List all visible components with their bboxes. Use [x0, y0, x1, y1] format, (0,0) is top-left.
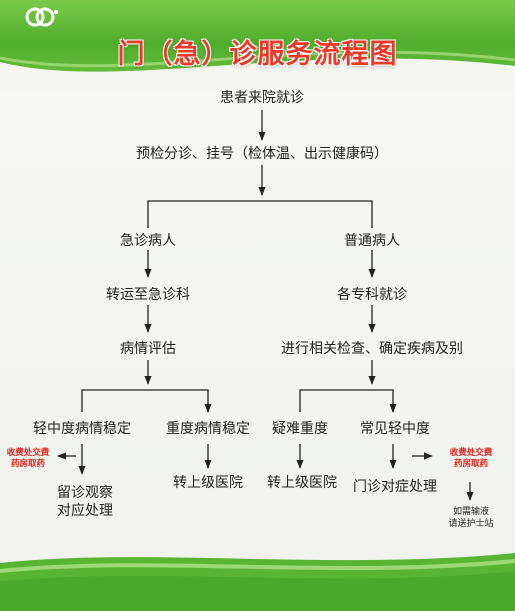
- note-infusion: 如需输液 请送护士站: [436, 506, 506, 530]
- node-difficult: 疑难重度: [272, 421, 328, 437]
- node-exams: 进行相关检查、确定疾病及别: [281, 341, 463, 357]
- logo-icon: [25, 7, 58, 27]
- node-common: 常见轻中度: [360, 421, 430, 437]
- node-general: 普通病人: [344, 233, 400, 249]
- note-payment-left-line1: 收费处交费: [6, 448, 50, 458]
- node-difficult-refer: 转上级医院: [267, 475, 337, 491]
- node-severe-refer: 转上级医院: [173, 475, 243, 491]
- node-specialist: 各专科就诊: [337, 287, 407, 303]
- note-payment-right-line2: 药房取药: [453, 459, 488, 469]
- node-outpatient: 门诊对症处理: [353, 479, 437, 495]
- node-observation: 留诊观察 对应处理: [40, 484, 130, 520]
- node-observation-line2: 对应处理: [57, 503, 113, 519]
- branch-line-emergency: [81, 389, 212, 413]
- node-arrival: 患者来院就诊: [220, 90, 304, 106]
- node-emergency-transfer: 转运至急诊科: [106, 287, 190, 303]
- note-payment-left-line2: 药房取药: [10, 459, 45, 469]
- note-payment-left: 收费处交费 药房取药: [2, 448, 54, 470]
- note-infusion-line1: 如需输液: [452, 507, 489, 517]
- branch-line-top: [147, 200, 373, 228]
- node-emergency: 急诊病人: [120, 233, 176, 249]
- node-observation-line1: 留诊观察: [57, 485, 113, 501]
- header-wave-decoration: [0, 50, 515, 92]
- node-assessment: 病情评估: [120, 341, 176, 357]
- note-payment-right-line1: 收费处交费: [449, 448, 493, 458]
- node-triage: 预检分诊、挂号（检体温、出示健康码）: [136, 146, 388, 162]
- note-infusion-line2: 请送护士站: [448, 519, 494, 529]
- page-title: 门（急）诊服务流程图: [117, 39, 398, 70]
- note-payment-right: 收费处交费 药房取药: [440, 448, 502, 470]
- footer-wave-decoration: [0, 553, 515, 611]
- node-severe-stable: 重度病情稳定: [166, 421, 250, 437]
- branch-line-general: [299, 389, 397, 413]
- node-mild-stable: 轻中度病情稳定: [33, 421, 131, 437]
